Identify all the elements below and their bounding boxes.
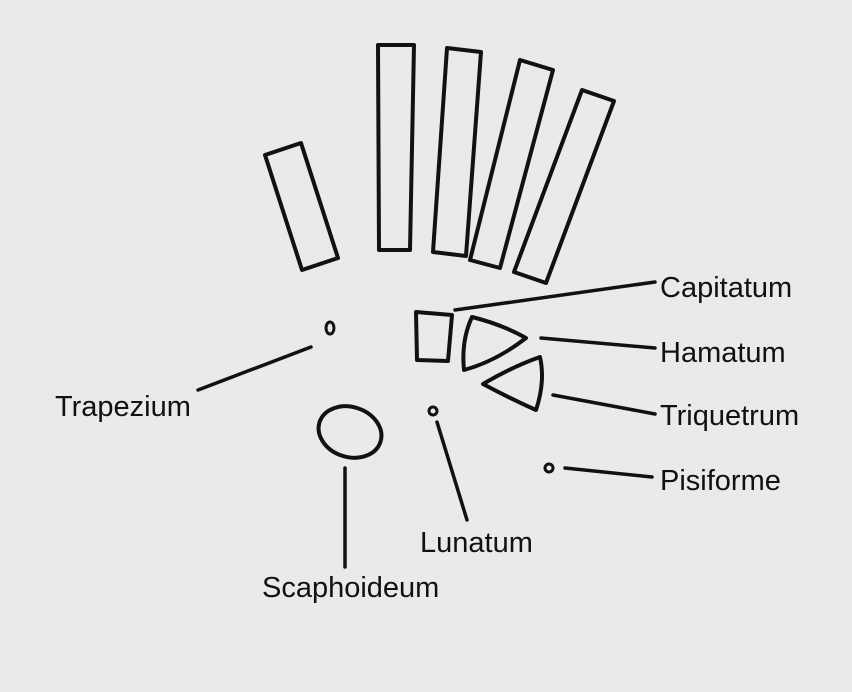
triquetrum-label: Triquetrum [660, 400, 799, 432]
trapezium-label: Trapezium [55, 391, 191, 423]
hamatum-label: Hamatum [660, 337, 786, 369]
capitatum-label: Capitatum [660, 272, 792, 304]
lunatum-label: Lunatum [420, 527, 533, 559]
pisiforme-label: Pisiforme [660, 465, 781, 497]
scaphoideum-label: Scaphoideum [262, 572, 439, 604]
